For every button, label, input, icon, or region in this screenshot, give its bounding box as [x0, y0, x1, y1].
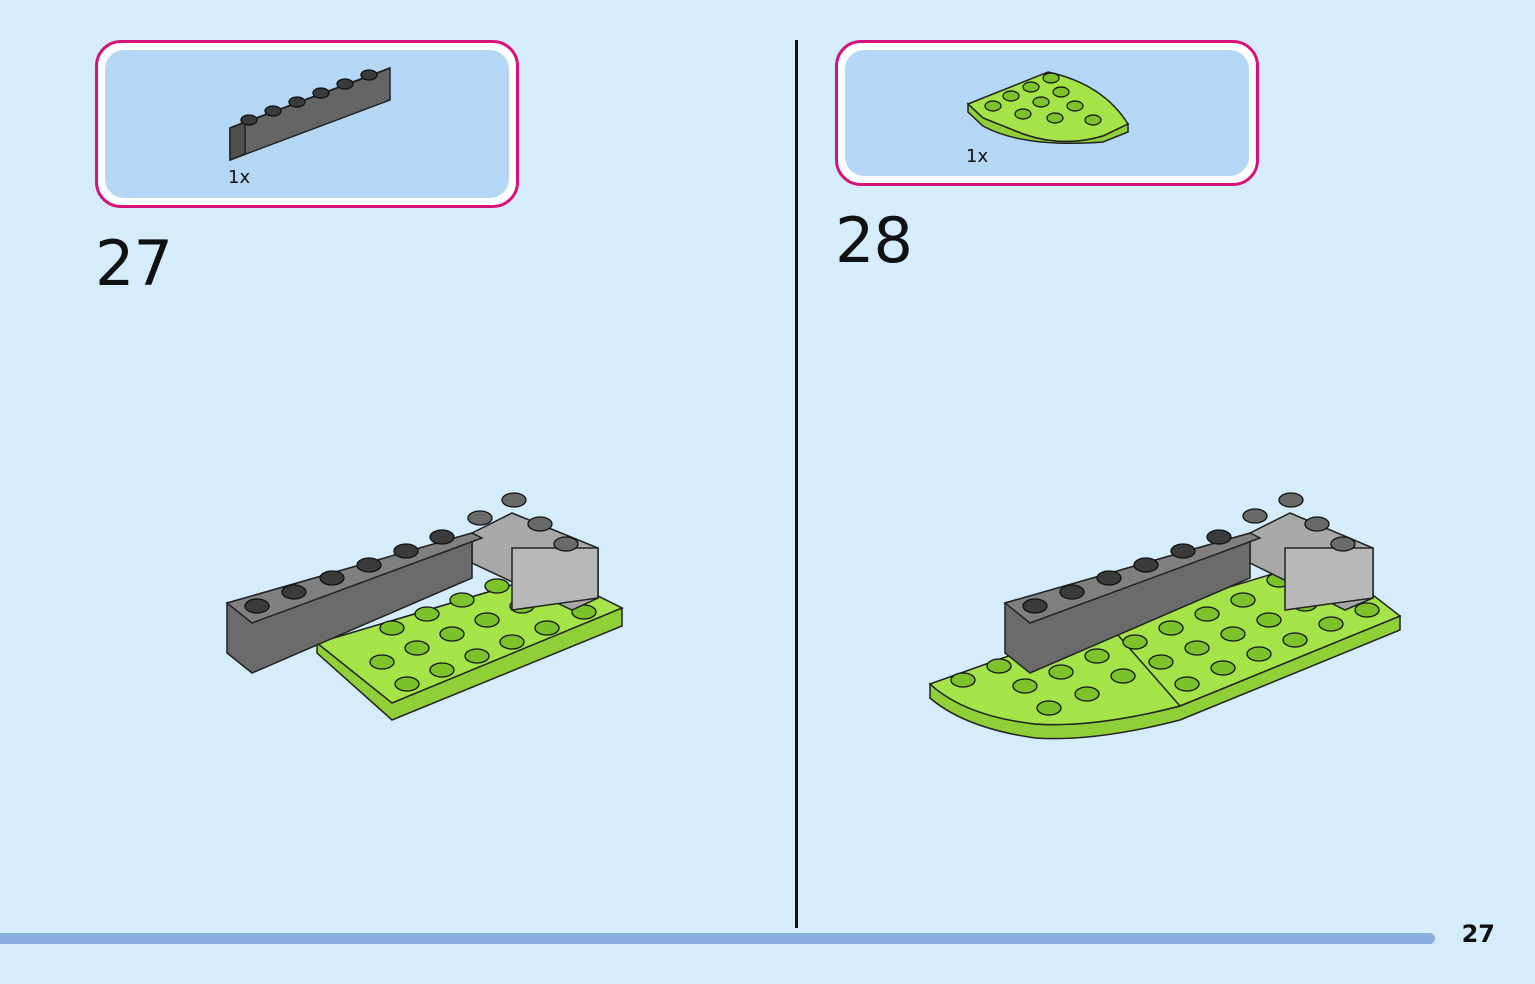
- parts-callout-step-27: 1x: [95, 40, 519, 208]
- step-28-model-illustration: [928, 492, 1402, 740]
- page-number: 27: [1461, 920, 1495, 948]
- step-number: 27: [95, 227, 173, 300]
- lime-green-round-plate-icon: [966, 71, 1130, 144]
- step-27-model-illustration: [225, 492, 624, 721]
- parts-callout-step-28: 1x: [835, 40, 1259, 186]
- part-quantity: 1x: [966, 146, 989, 167]
- parts-callout-inner: 1x: [105, 50, 509, 198]
- parts-callout-inner: 1x: [845, 50, 1249, 176]
- page-footer-bar: [0, 933, 1435, 944]
- step-number: 28: [835, 204, 913, 277]
- dark-gray-brick-icon: [229, 66, 391, 162]
- step-divider: [795, 40, 798, 928]
- part-quantity: 1x: [228, 167, 251, 188]
